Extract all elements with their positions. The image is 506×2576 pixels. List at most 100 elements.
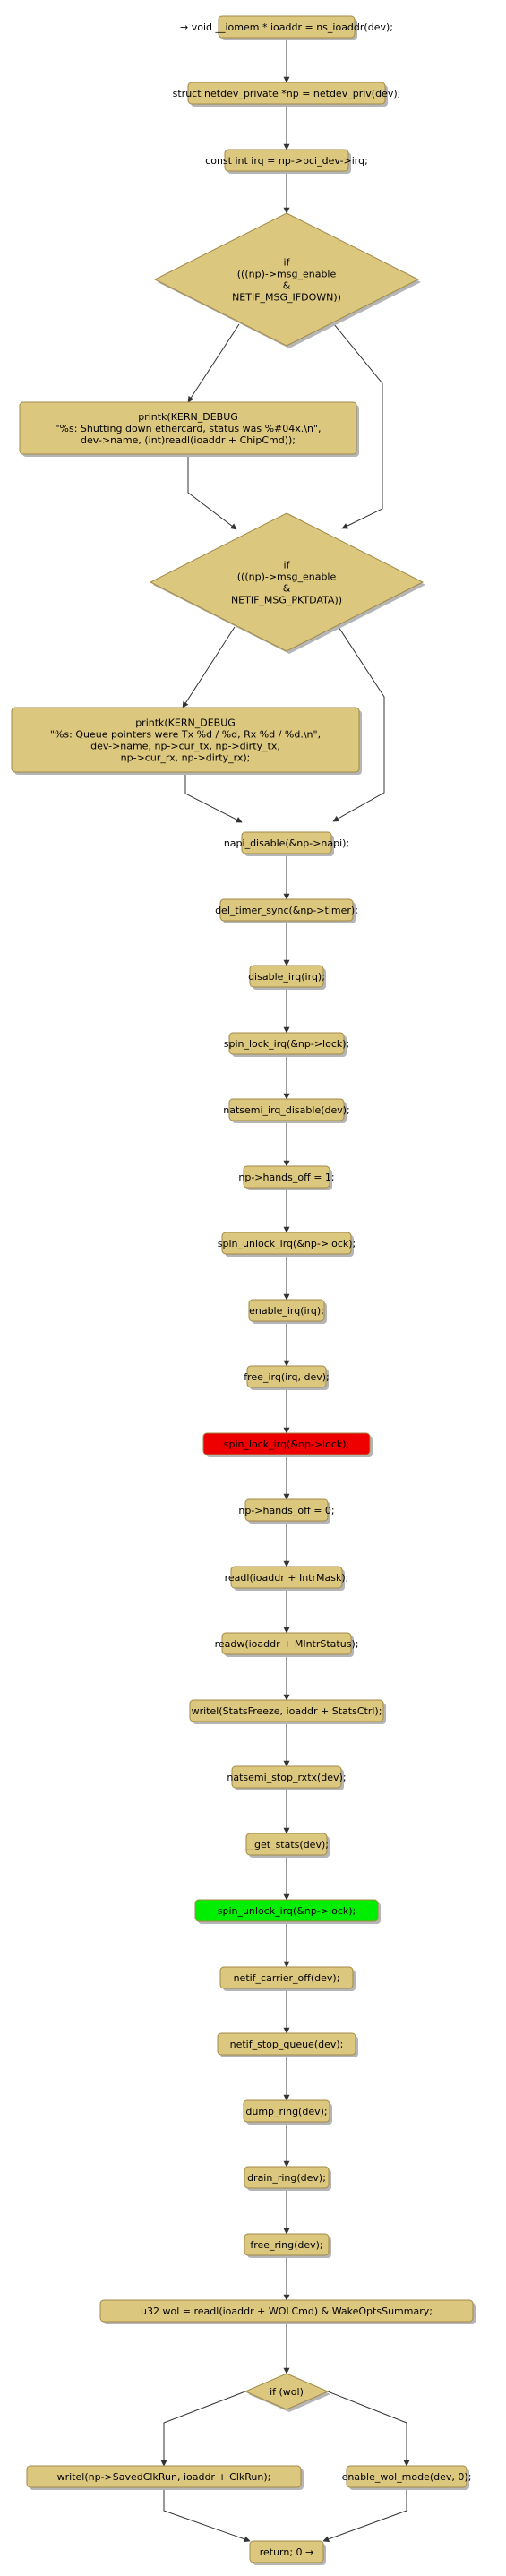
- printk-line: dev->name, (int)readl(ioaddr + ChipCmd))…: [81, 434, 296, 446]
- step-box: [243, 1165, 330, 1189]
- edge: [163, 2487, 251, 2543]
- step-s26: u32 wol = readl(ioaddr + WOLCmd) & WakeO…: [99, 2299, 476, 2324]
- step-label: spin_unlock_irq(&np->lock);: [218, 1238, 356, 1249]
- step-s13: spin_lock_irq(&np->lock);: [202, 1432, 373, 1457]
- step-s2: struct netdev_private *np = netdev_priv(…: [173, 82, 400, 107]
- step-label: netif_carrier_off(dev);: [234, 1972, 340, 1984]
- step-s10: spin_unlock_irq(&np->lock);: [218, 1232, 356, 1257]
- decision-line: if: [284, 257, 291, 269]
- edge: [182, 626, 236, 708]
- step-box: [221, 1232, 352, 1255]
- step-label: netif_stop_queue(dev);: [230, 2039, 344, 2050]
- step-s20: spin_unlock_irq(&np->lock);: [194, 1899, 381, 1924]
- step-s25: free_ring(dev);: [244, 2233, 331, 2258]
- step-label: spin_unlock_irq(&np->lock);: [218, 1905, 356, 1917]
- printk-line: printk(KERN_DEBUG: [135, 717, 236, 729]
- edge: [187, 454, 237, 530]
- step-box: [217, 2032, 356, 2056]
- decision-shape: [149, 512, 425, 652]
- nodes: → void __iomem * ioaddr = ns_ioaddr(dev)…: [11, 15, 476, 2565]
- step-label: writel(StatsFreeze, ioaddr + StatsCtrl);: [192, 1705, 382, 1717]
- decision-line: if (wol): [270, 2386, 304, 2398]
- edge: [327, 2391, 410, 2467]
- step-box: [219, 898, 354, 922]
- step-label: free_ring(dev);: [250, 2239, 322, 2251]
- decision-d3: if (wol): [244, 2373, 330, 2412]
- decision-line: (((np)->msg_enable: [237, 571, 337, 583]
- step-box: [221, 1632, 352, 1655]
- decision-line: NETIF_MSG_IFDOWN)): [232, 292, 341, 304]
- step-box: [228, 1032, 345, 1055]
- step-box: [219, 1966, 354, 1989]
- printk-p2: printk(KERN_DEBUG"%s: Queue pointers wer…: [11, 707, 362, 775]
- step-box: [194, 1899, 379, 1922]
- step-s11: enable_irq(irq);: [248, 1299, 327, 1324]
- step-s14: np->hands_off = 0;: [238, 1498, 335, 1524]
- printk-box: [11, 707, 360, 773]
- step-box: [244, 1498, 329, 1522]
- edges: [160, 38, 410, 2543]
- step-s16: readw(ioaddr + MIntrStatus);: [215, 1632, 358, 1657]
- edge: [322, 2487, 407, 2543]
- printk-line: printk(KERN_DEBUG: [138, 411, 238, 423]
- step-label: np->hands_off = 0;: [238, 1505, 334, 1516]
- step-label: readl(ioaddr + IntrMask);: [225, 1572, 349, 1584]
- step-label: enable_wol_mode(dev, 0);: [342, 2471, 472, 2483]
- step-label: np->hands_off = 1;: [238, 1172, 334, 1183]
- step-s17: writel(StatsFreeze, ioaddr + StatsCtrl);: [189, 1699, 386, 1724]
- decision-line: &: [283, 583, 291, 595]
- step-s21: netif_carrier_off(dev);: [219, 1966, 356, 1991]
- edge: [184, 772, 243, 823]
- step-label: const int irq = np->pci_dev->irq;: [205, 155, 368, 167]
- step-s15: readl(ioaddr + IntrMask);: [225, 1566, 349, 1591]
- decision-line: if: [284, 560, 291, 571]
- step-s4: napi_disable(&np->napi);: [224, 831, 349, 856]
- step-box: [231, 1765, 342, 1789]
- decision-d2: if(((np)->msg_enable&NETIF_MSG_PKTDATA)): [149, 512, 425, 654]
- step-box: [202, 1432, 371, 1455]
- step-label: spin_lock_irq(&np->lock);: [224, 1438, 350, 1450]
- printk-line: np->cur_rx, np->dirty_rx);: [121, 752, 251, 764]
- step-s28: enable_wol_mode(dev, 0);: [342, 2465, 472, 2490]
- step-label: u32 wol = readl(ioaddr + WOLCmd) & WakeO…: [141, 2306, 433, 2317]
- step-s29: return; 0 →: [249, 2540, 326, 2565]
- step-label: napi_disable(&np->napi);: [224, 837, 349, 849]
- step-box: [246, 1365, 327, 1388]
- step-box: [218, 15, 356, 39]
- decision-shape: [244, 2373, 330, 2410]
- step-box: [187, 82, 386, 105]
- step-s6: disable_irq(irq);: [248, 965, 326, 990]
- decision-d1: if(((np)->msg_enable&NETIF_MSG_IFDOWN)): [153, 212, 421, 348]
- step-s9: np->hands_off = 1;: [238, 1165, 335, 1190]
- step-box: [249, 2540, 324, 2563]
- edge: [187, 323, 240, 403]
- step-box: [99, 2299, 474, 2323]
- edge: [332, 626, 385, 822]
- step-s27: writel(np->SavedClkRun, ioaddr + ClkRun)…: [26, 2465, 304, 2490]
- step-box: [243, 2099, 330, 2123]
- step-label: __get_stats(dev);: [244, 1839, 329, 1850]
- decision-line: NETIF_MSG_PKTDATA)): [231, 595, 342, 606]
- printk-p1: printk(KERN_DEBUG"%s: Shutting down ethe…: [19, 401, 359, 457]
- step-label: return; 0 →: [260, 2546, 314, 2558]
- step-label: writel(np->SavedClkRun, ioaddr + ClkRun)…: [57, 2471, 271, 2483]
- step-box: [228, 1098, 345, 1121]
- step-s22: netif_stop_queue(dev);: [217, 2032, 358, 2057]
- edge: [333, 323, 383, 529]
- step-box: [224, 149, 349, 172]
- step-box: [248, 1299, 325, 1322]
- step-box: [245, 1833, 328, 1856]
- printk-line: "%s: Shutting down ethercard, status was…: [55, 423, 321, 434]
- step-s23: dump_ring(dev);: [243, 2099, 332, 2125]
- step-s7: spin_lock_irq(&np->lock);: [224, 1032, 349, 1057]
- step-s5: del_timer_sync(&np->timer);: [215, 898, 358, 923]
- decision-line: &: [283, 280, 291, 292]
- step-s19: __get_stats(dev);: [244, 1833, 330, 1858]
- step-s3: const int irq = np->pci_dev->irq;: [205, 149, 368, 174]
- step-s12: free_irq(irq, dev);: [244, 1365, 330, 1390]
- decision-line: (((np)->msg_enable: [237, 269, 337, 280]
- printk-box: [19, 401, 357, 455]
- step-label: enable_irq(irq);: [249, 1305, 324, 1317]
- step-label: disable_irq(irq);: [248, 971, 325, 983]
